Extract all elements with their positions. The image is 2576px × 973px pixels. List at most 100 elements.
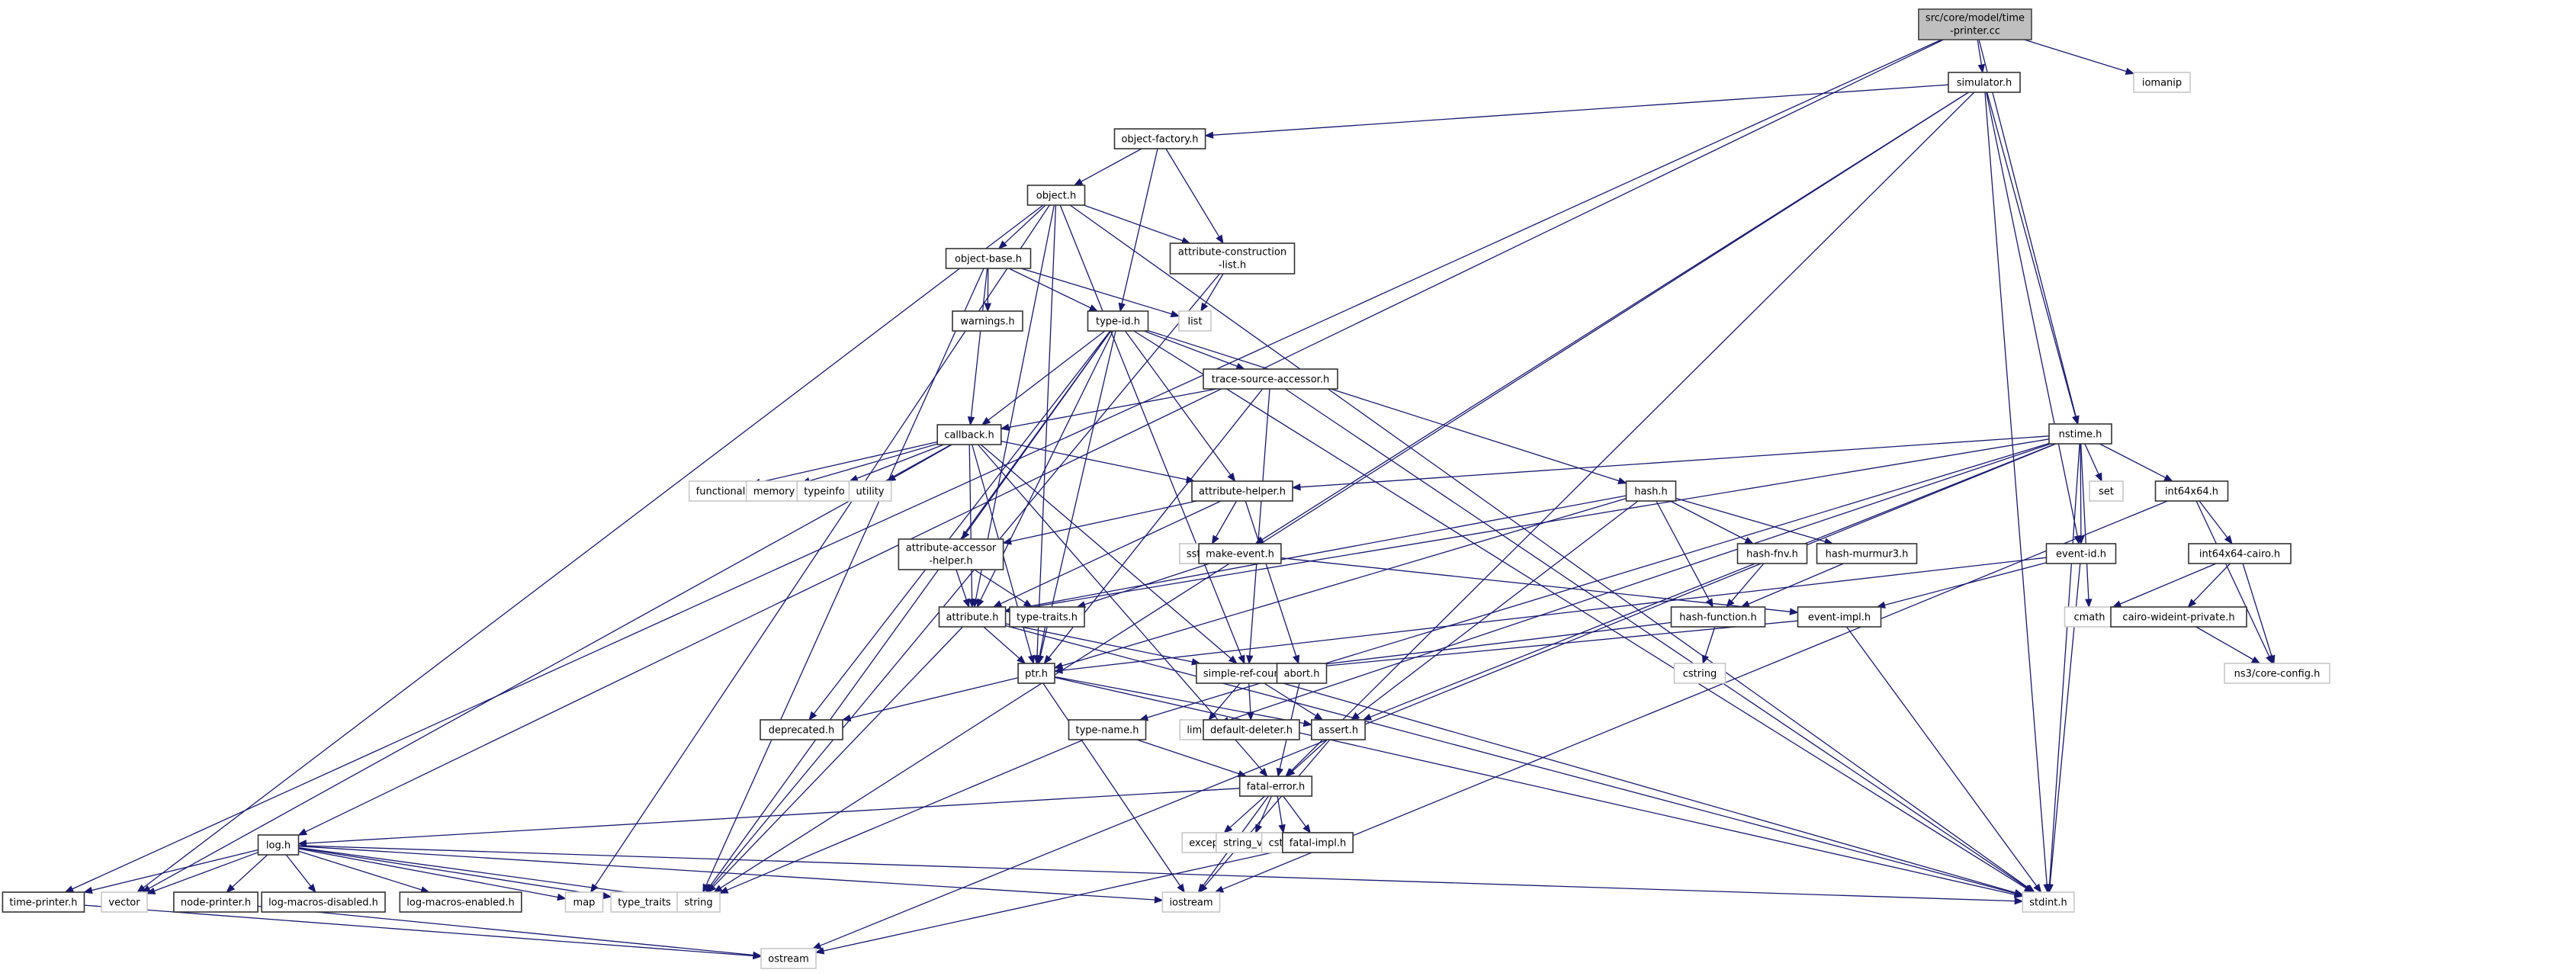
- arrowhead-icon: [1313, 712, 1324, 721]
- edge-callback-to-attr-helper: [1001, 440, 1187, 480]
- node-fatal-impl[interactable]: fatal-impl.h: [1282, 832, 1354, 853]
- node-box: [2133, 72, 2191, 93]
- node-label: abort.h: [1284, 669, 1320, 680]
- node-label: cmath: [2073, 612, 2105, 624]
- node-set: set: [2089, 480, 2124, 502]
- arrowhead-icon: [1278, 824, 1286, 834]
- node-list: list: [1178, 310, 1212, 332]
- edge-ptr-to-stdint: [1054, 676, 2016, 895]
- arrowhead-icon: [1286, 768, 1296, 777]
- node-int64x64-cairo[interactable]: int64x64-cairo.h: [2188, 543, 2292, 564]
- node-warnings[interactable]: warnings.h: [952, 310, 1023, 332]
- node-deprecated[interactable]: deprecated.h: [760, 719, 843, 740]
- node-box: [2, 891, 85, 913]
- arrowhead-icon: [1053, 662, 1064, 670]
- edge-attr-accessor-to-type-traits: [974, 569, 1026, 604]
- node-attr-constr[interactable]: attribute-construction-list.h: [1169, 242, 1296, 275]
- arrowhead-icon: [1302, 719, 1313, 727]
- node-box: [2188, 543, 2292, 564]
- node-cairo-wideint[interactable]: cairo-wideint-private.h: [2110, 606, 2247, 628]
- arrowhead-icon: [1223, 824, 1233, 833]
- node-box: [1017, 663, 1055, 684]
- node-simulator[interactable]: simulator.h: [1948, 72, 2021, 93]
- node-attribute[interactable]: attribute.h: [938, 606, 1007, 628]
- edge-time-printer-to-ostream: [84, 904, 754, 957]
- node-node-printer[interactable]: node-printer.h: [173, 891, 259, 913]
- edge-fatal-error-to-cstdlib: [1277, 795, 1283, 826]
- node-trace-source[interactable]: trace-source-accessor.h: [1203, 368, 1338, 390]
- node-box: [1797, 606, 1882, 628]
- node-label: ns3/core-config.h: [2234, 669, 2321, 680]
- edge-hash-to-hash-fnv: [1669, 500, 1747, 541]
- edge-make-event-to-type-traits: [1084, 563, 1210, 605]
- node-assert[interactable]: assert.h: [1311, 719, 1366, 740]
- node-cstring: cstring: [1673, 663, 1726, 684]
- node-box: [1625, 480, 1677, 502]
- edge-nstime-to-attr-helper: [1299, 435, 2050, 488]
- edge-ptr-to-deprecated: [850, 677, 1019, 719]
- node-label: int64x64-cairo.h: [2199, 549, 2280, 560]
- arrowhead-icon: [2014, 897, 2024, 905]
- node-time-printer[interactable]: time-printer.h: [2, 891, 85, 913]
- edge-type-id-to-string: [709, 330, 1112, 887]
- node-object[interactable]: object.h: [1026, 185, 1086, 206]
- node-root[interactable]: src/core/model/time-printer.cc: [1918, 8, 2032, 40]
- node-log[interactable]: log.h: [257, 834, 300, 856]
- edge-object-base-to-string: [705, 268, 984, 886]
- edge-attr-helper-to-abort: [1245, 500, 1297, 657]
- node-ostream: ostream: [760, 948, 817, 969]
- node-label: vector: [108, 898, 140, 909]
- edges-layer: [64, 39, 2276, 960]
- node-hash-murmur3[interactable]: hash-murmur3.h: [1816, 543, 1918, 564]
- node-event-impl[interactable]: event-impl.h: [1797, 606, 1882, 628]
- node-log-macros-enabled[interactable]: log-macros-enabled.h: [399, 891, 522, 913]
- edge-root-to-log: [305, 39, 1944, 833]
- node-string: string: [676, 891, 721, 913]
- arrowhead-icon: [707, 884, 717, 893]
- node-label: string: [684, 898, 712, 909]
- node-attr-helper[interactable]: attribute-helper.h: [1191, 480, 1293, 502]
- arrowhead-icon: [1023, 599, 1033, 608]
- node-type-id[interactable]: type-id.h: [1087, 310, 1149, 332]
- edge-nstime-to-ostream: [820, 443, 2057, 946]
- node-hash-function[interactable]: hash-function.h: [1670, 606, 1766, 628]
- node-box: [945, 248, 1032, 269]
- node-attr-accessor[interactable]: attribute-accessor-helper.h: [898, 538, 1004, 570]
- node-label: deprecated.h: [769, 725, 834, 737]
- node-event-id[interactable]: event-id.h: [2045, 543, 2117, 564]
- arrowhead-icon: [1259, 767, 1268, 778]
- node-callback[interactable]: callback.h: [936, 424, 1002, 445]
- arrowhead-icon: [2095, 472, 2102, 483]
- node-fatal-error[interactable]: fatal-error.h: [1238, 776, 1313, 797]
- node-vector: vector: [101, 891, 148, 913]
- edge-nstime-to-set: [2084, 443, 2099, 475]
- node-object-factory[interactable]: object-factory.h: [1113, 128, 1206, 149]
- arrowhead-icon: [811, 942, 822, 949]
- node-hash-fnv[interactable]: hash-fnv.h: [1736, 543, 1808, 564]
- edge-log-to-type_traits: [298, 847, 604, 897]
- edge-event-id-to-ptr: [1062, 557, 2047, 671]
- node-box: [1311, 719, 1366, 740]
- node-default-deleter[interactable]: default-deleter.h: [1203, 719, 1300, 740]
- edge-event-id-to-event-impl: [1884, 562, 2047, 606]
- node-object-base[interactable]: object-base.h: [945, 248, 1032, 269]
- node-abort[interactable]: abort.h: [1276, 663, 1328, 684]
- node-hash[interactable]: hash.h: [1625, 480, 1677, 502]
- node-box: [1191, 480, 1293, 502]
- arrowhead-icon: [1216, 234, 1224, 245]
- node-box: [1161, 891, 1221, 913]
- arrowhead-icon: [83, 886, 93, 894]
- node-type-name[interactable]: type-name.h: [1068, 719, 1147, 740]
- node-log-macros-disabled[interactable]: log-macros-disabled.h: [261, 891, 386, 913]
- edge-type-id-to-deprecated: [813, 330, 1111, 714]
- node-int64x64[interactable]: int64x64.h: [2154, 480, 2229, 502]
- node-nstime[interactable]: nstime.h: [2048, 423, 2112, 445]
- node-ptr[interactable]: ptr.h: [1017, 663, 1055, 684]
- arrowhead-icon: [1228, 655, 1238, 664]
- node-make-event[interactable]: make-event.h: [1198, 543, 1282, 564]
- node-type-traits[interactable]: type-traits.h: [1009, 606, 1085, 628]
- edge-fatal-error-to-log: [306, 788, 1240, 844]
- edge-node-printer-to-ostream: [258, 905, 754, 956]
- node-label: memory: [753, 486, 795, 498]
- edge-log-to-node-printer: [232, 854, 268, 888]
